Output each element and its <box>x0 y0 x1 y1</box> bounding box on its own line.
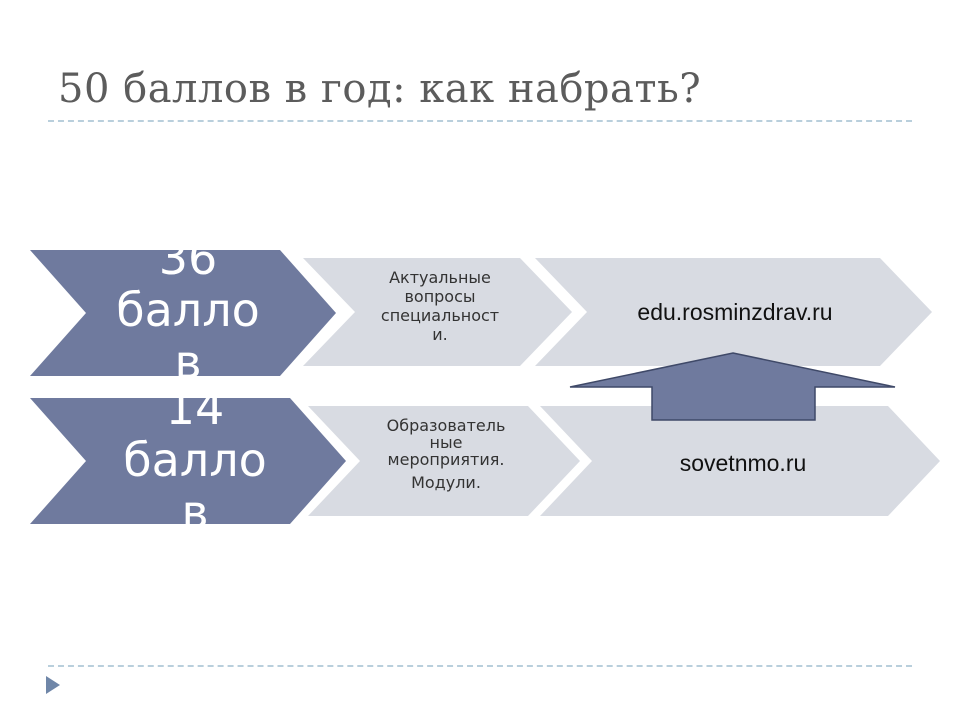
row1-topic-chevron <box>303 258 572 366</box>
row1-topic-label: Актуальные вопросы специальност и. <box>380 268 500 344</box>
row1-points-label: 36 балло в <box>116 250 260 376</box>
up-arrow-icon <box>569 352 896 421</box>
row1-site-chevron <box>535 258 932 366</box>
top-divider <box>48 120 912 122</box>
slide-title: 50 баллов в год: как набрать? <box>58 66 702 112</box>
triangle-right-icon[interactable] <box>44 674 62 696</box>
row2-topic-label: Образователь ные мероприятия. Модули. <box>386 416 506 492</box>
row2-points-chevron <box>30 398 346 524</box>
row2-topic-chevron <box>308 406 580 516</box>
row2-points-label: 14 балло в <box>123 398 267 524</box>
row1-site-link[interactable]: edu.rosminzdrav.ru <box>637 299 833 325</box>
row2-site-link[interactable]: sovetnmo.ru <box>679 450 807 476</box>
row1-points-chevron <box>30 250 336 376</box>
bottom-divider <box>48 665 912 667</box>
row2-site-chevron <box>540 406 940 516</box>
